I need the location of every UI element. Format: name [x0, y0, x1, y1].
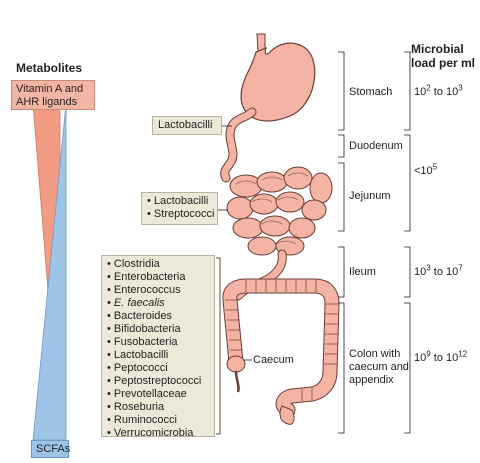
load-base: 10 — [446, 86, 459, 98]
scfas-box: SCFAs — [31, 440, 70, 458]
colon-bacteria-item: Clostridia — [107, 258, 209, 271]
colon-bacteria-item: Bifidobacteria — [107, 323, 209, 336]
load-base: 10 — [414, 266, 427, 278]
appendix-organ — [234, 370, 240, 393]
load-stomach: 102 to 103 — [414, 83, 463, 99]
colon-bacteria-item: Ruminococci — [107, 414, 209, 427]
load-base: 10 — [414, 352, 427, 364]
small-intestine-bacteria-item: Lactobacilli — [147, 195, 212, 208]
load-ileum: 103 to 107 — [414, 263, 463, 279]
microbial-load-title: Microbial load per ml — [411, 42, 475, 70]
load-base: <10 — [414, 165, 433, 177]
caecum-organ — [226, 355, 246, 373]
region-colon: Colon with caecum and appendix — [349, 348, 409, 387]
colon-bacteria-item: Verrucomicrobia — [107, 427, 209, 440]
colon-bacteria-item: Bacteroides — [107, 310, 209, 323]
load-exponent: 7 — [458, 263, 463, 273]
region-colon-line: appendix — [349, 374, 394, 386]
load-to: to — [430, 86, 446, 98]
stomach-bacteria-box: Lactobacilli — [152, 116, 222, 135]
load-to: to — [430, 266, 446, 278]
stomach-bacteria-item: Lactobacilli — [158, 119, 213, 131]
colon-organ — [223, 279, 339, 417]
colon-bacteria-box: Clostridia Enterobacteria Enterococcus E… — [101, 255, 215, 440]
small-intestine-bacteria-item: Streptococci — [147, 208, 215, 221]
load-to: to — [430, 352, 446, 364]
load-base: 10 — [446, 266, 459, 278]
colon-bacteria-item: Peptostreptococci — [107, 375, 209, 388]
load-base: 10 — [414, 86, 427, 98]
colon-bacteria-item: Peptococci — [107, 362, 209, 375]
load-exponent: 3 — [458, 83, 463, 93]
microbial-load-title-line: Microbial — [411, 42, 464, 56]
colon-bacteria-item: Lactobacilli — [107, 349, 209, 362]
caecum-label: Caecum — [253, 354, 294, 366]
region-colon-line: Colon with — [349, 348, 401, 360]
load-base: 10 — [446, 352, 459, 364]
metabolites-title: Metabolites — [16, 61, 83, 75]
colon-bacteria-item: Fusobacteria — [107, 336, 209, 349]
load-exponent: 12 — [458, 349, 468, 359]
load-colon: 109 to 1012 — [414, 349, 468, 365]
colon-bacteria-item: E. faecalis — [107, 297, 209, 310]
load-exponent: 3 — [426, 263, 431, 273]
stomach-organ — [240, 42, 316, 122]
load-exponent: 9 — [426, 349, 431, 359]
vitamin-a-ahr-box: Vitamin A and AHR ligands — [11, 80, 95, 110]
load-exponent: 2 — [426, 83, 431, 93]
small-intestine-coils — [226, 166, 333, 256]
colon-bacteria-item: Enterococcus — [107, 284, 209, 297]
colon-bacteria-item: Roseburia — [107, 401, 209, 414]
region-duodenum: Duodenum — [349, 140, 403, 152]
microbial-load-title-line: load per ml — [411, 56, 476, 70]
colon-bacteria-item: Enterobacteria — [107, 271, 209, 284]
region-jejunum: Jejunum — [349, 190, 391, 202]
region-ileum: Ileum — [349, 266, 376, 278]
load-exponent: 5 — [432, 162, 438, 172]
small-intestine-bacteria-box: Lactobacilli Streptococci — [141, 192, 218, 225]
region-stomach: Stomach — [349, 86, 393, 98]
load-small-intestine: <105 — [414, 162, 438, 178]
colon-bracket — [216, 257, 221, 435]
region-brackets — [338, 51, 411, 434]
colon-bacteria-item: Prevotellaceae — [107, 388, 209, 401]
rectum-organ — [279, 405, 295, 425]
region-colon-line: caecum and — [349, 361, 409, 373]
